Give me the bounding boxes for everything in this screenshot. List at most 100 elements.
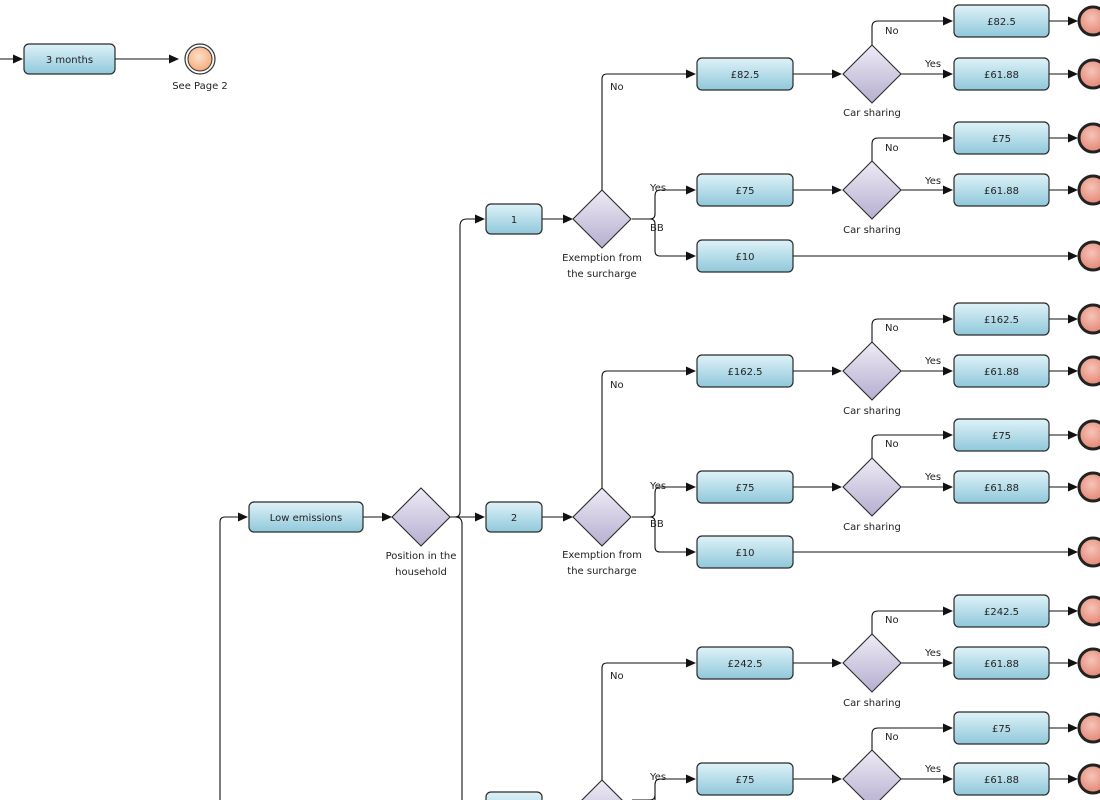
task-result-3[interactable]: £75: [953, 121, 1050, 155]
edge-label-no-cs6: No: [885, 732, 899, 743]
task-position-3[interactable]: [485, 791, 543, 800]
task-result-12[interactable]: £61.88: [953, 762, 1050, 796]
end-event-8[interactable]: [1077, 419, 1100, 451]
gateway-car-sharing-6[interactable]: [842, 749, 902, 800]
task-result-2-label: £61.88: [984, 70, 1019, 81]
gateway-car-sharing-5[interactable]: [842, 633, 902, 693]
edge-label-no-cs4: No: [885, 439, 899, 450]
edge-label-no-exemption-2: No: [610, 380, 624, 391]
end-event-2[interactable]: [1077, 58, 1100, 90]
task-fee-10-a[interactable]: £10: [696, 239, 794, 273]
flow-exemption1-no: [601, 69, 696, 190]
task-fee-242-5[interactable]: £242.5: [696, 646, 794, 680]
intermediate-event-see-page[interactable]: [184, 43, 216, 75]
task-result-5[interactable]: £162.5: [953, 302, 1050, 336]
task-result-6-label: £61.88: [984, 367, 1019, 378]
flow-exemption2-bb: [649, 516, 696, 557]
end-event-13[interactable]: [1077, 712, 1100, 744]
gateway-car-sharing-2-label: Car sharing: [843, 225, 901, 236]
gateway-exemption-3[interactable]: [573, 779, 631, 800]
end-event-7[interactable]: [1077, 355, 1100, 387]
gateway-car-sharing-4[interactable]: [842, 457, 902, 517]
end-event-5[interactable]: [1077, 240, 1100, 272]
task-result-3-label: £75: [992, 134, 1011, 145]
flow-cs5-no: [871, 606, 953, 634]
gateway-car-sharing-2[interactable]: [842, 160, 902, 220]
edge-label-no-cs1: No: [885, 26, 899, 37]
task-result-4[interactable]: £61.88: [953, 173, 1050, 207]
edge-label-yes-cs4: Yes: [924, 472, 941, 483]
task-fee-75-a-label: £75: [735, 186, 754, 197]
end-event-9[interactable]: [1077, 471, 1100, 503]
gateway-car-sharing-4-label: Car sharing: [843, 522, 901, 533]
task-result-8[interactable]: £61.88: [953, 470, 1050, 504]
flow-exemption1-yes: [632, 185, 696, 220]
gateway-car-sharing-3[interactable]: [842, 341, 902, 401]
flow-exemption3-no: [601, 658, 696, 780]
task-fee-75-c[interactable]: £75: [696, 762, 794, 796]
end-event-4[interactable]: [1077, 174, 1100, 206]
flow-exemption1-bb: [649, 218, 696, 261]
end-event-6[interactable]: [1077, 303, 1100, 335]
edge-label-no-exemption-1: No: [610, 82, 624, 93]
task-fee-75-a[interactable]: £75: [696, 173, 794, 207]
flow-exemption2-no: [601, 366, 696, 488]
edge-label-no-cs2: No: [885, 143, 899, 154]
gateway-exemption-2-label-line1: Exemption from: [562, 550, 642, 561]
task-result-8-label: £61.88: [984, 483, 1019, 494]
task-result-1-label: £82.5: [987, 17, 1016, 28]
task-result-4-label: £61.88: [984, 186, 1019, 197]
task-result-6[interactable]: £61.88: [953, 354, 1050, 388]
task-fee-75-b-label: £75: [735, 483, 754, 494]
end-event-14[interactable]: [1077, 763, 1100, 795]
end-event-12[interactable]: [1077, 647, 1100, 679]
flow-cs4-no: [871, 430, 953, 458]
gateway-exemption-1-label-line1: Exemption from: [562, 253, 642, 264]
task-result-5-label: £162.5: [984, 315, 1019, 326]
task-result-11[interactable]: £75: [953, 711, 1050, 745]
edge-label-yes-cs3: Yes: [924, 356, 941, 367]
task-fee-10-b-label: £10: [735, 548, 754, 559]
task-duration[interactable]: 3 months: [23, 43, 116, 75]
edge-label-bb-exemption-1: BB: [650, 223, 664, 234]
task-fee-162-5-label: £162.5: [728, 367, 763, 378]
gateway-position-in-household[interactable]: [391, 487, 451, 547]
flow-to-low-emissions: [219, 512, 248, 800]
edge-label-yes-cs1: Yes: [924, 59, 941, 70]
task-result-10[interactable]: £61.88: [953, 646, 1050, 680]
task-result-1[interactable]: £82.5: [953, 4, 1050, 38]
task-fee-82-5-label: £82.5: [731, 70, 760, 81]
end-event-1[interactable]: [1077, 5, 1100, 37]
flow-cs2-no: [871, 133, 953, 161]
task-fee-75-b[interactable]: £75: [696, 470, 794, 504]
edge-label-yes-cs2: Yes: [924, 176, 941, 187]
task-result-7-label: £75: [992, 431, 1011, 442]
gateway-position-label-line2: household: [395, 567, 447, 578]
gateways: [391, 44, 902, 800]
task-fee-10-a-label: £10: [735, 252, 754, 263]
task-result-9[interactable]: £242.5: [953, 594, 1050, 628]
gateway-car-sharing-5-label: Car sharing: [843, 698, 901, 709]
task-position-2[interactable]: 2: [485, 501, 543, 533]
task-fee-82-5[interactable]: £82.5: [696, 57, 794, 91]
task-low-emissions[interactable]: Low emissions: [248, 501, 364, 533]
end-event-10[interactable]: [1077, 536, 1100, 568]
gateway-exemption-1[interactable]: [572, 189, 632, 249]
task-result-2[interactable]: £61.88: [953, 57, 1050, 91]
edge-label-bb-exemption-2: BB: [650, 519, 664, 530]
task-fee-242-5-label: £242.5: [728, 659, 763, 670]
gateway-exemption-2[interactable]: [572, 487, 632, 547]
flow-position-to-3: [454, 516, 463, 800]
gateway-car-sharing-1[interactable]: [842, 44, 902, 104]
task-result-12-label: £61.88: [984, 775, 1019, 786]
end-event-3[interactable]: [1077, 122, 1100, 154]
task-position-1[interactable]: 1: [485, 203, 543, 235]
task-position-2-label: 2: [511, 513, 517, 524]
task-fee-10-b[interactable]: £10: [696, 535, 794, 569]
task-result-7[interactable]: £75: [953, 418, 1050, 452]
events: [184, 5, 1100, 795]
task-fee-162-5[interactable]: £162.5: [696, 354, 794, 388]
end-event-11[interactable]: [1077, 595, 1100, 627]
gateway-exemption-2-label-line2: the surcharge: [567, 566, 636, 577]
